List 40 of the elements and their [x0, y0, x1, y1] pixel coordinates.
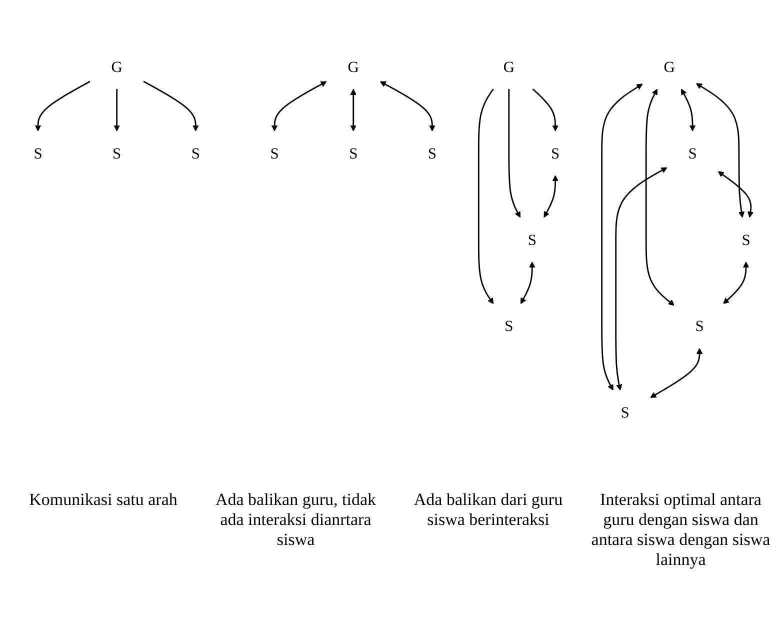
node-text: S [528, 231, 536, 249]
arrow [544, 176, 558, 218]
arrow [34, 81, 91, 132]
arrow [350, 89, 356, 132]
caption: Ada balikan guru, tidak ada interaksi dianrtara siswa [214, 490, 377, 551]
caption: Ada balikan dari guru siswa berinteraksi [412, 490, 564, 531]
node-text: S [551, 144, 560, 162]
arrow [271, 82, 327, 132]
arrow [143, 81, 199, 132]
node-text: S [620, 404, 630, 422]
node-text: G [348, 58, 359, 76]
node-text: S [742, 231, 750, 249]
arrow [601, 84, 643, 391]
arrow [645, 89, 674, 306]
arrow [532, 88, 558, 132]
node-text: S [112, 144, 122, 162]
node-text: S [688, 144, 697, 162]
arrow [520, 262, 536, 305]
caption: Komunikasi satu arah [28, 490, 178, 511]
node-text: S [270, 144, 279, 162]
node-text: S [349, 144, 358, 162]
node-text: S [428, 144, 437, 162]
arrow [681, 89, 696, 132]
arrow [478, 88, 494, 305]
node-text: G [664, 58, 675, 76]
arrow [615, 168, 668, 391]
node-text: S [34, 144, 42, 162]
node-text: S [191, 144, 200, 162]
arrow [114, 89, 120, 132]
node-text: S [504, 318, 514, 336]
node-text: G [111, 58, 122, 76]
arrow [380, 82, 436, 132]
arrow [650, 348, 703, 398]
node-text: S [695, 318, 704, 336]
arrow [508, 89, 520, 218]
caption: Interaksi optimal antara guru dengan siswa dan antara siswa dengan siswa lainnya [590, 490, 771, 570]
arrow [723, 262, 750, 305]
arrow [696, 84, 745, 218]
arrow [718, 172, 754, 218]
node-text: G [503, 58, 514, 76]
